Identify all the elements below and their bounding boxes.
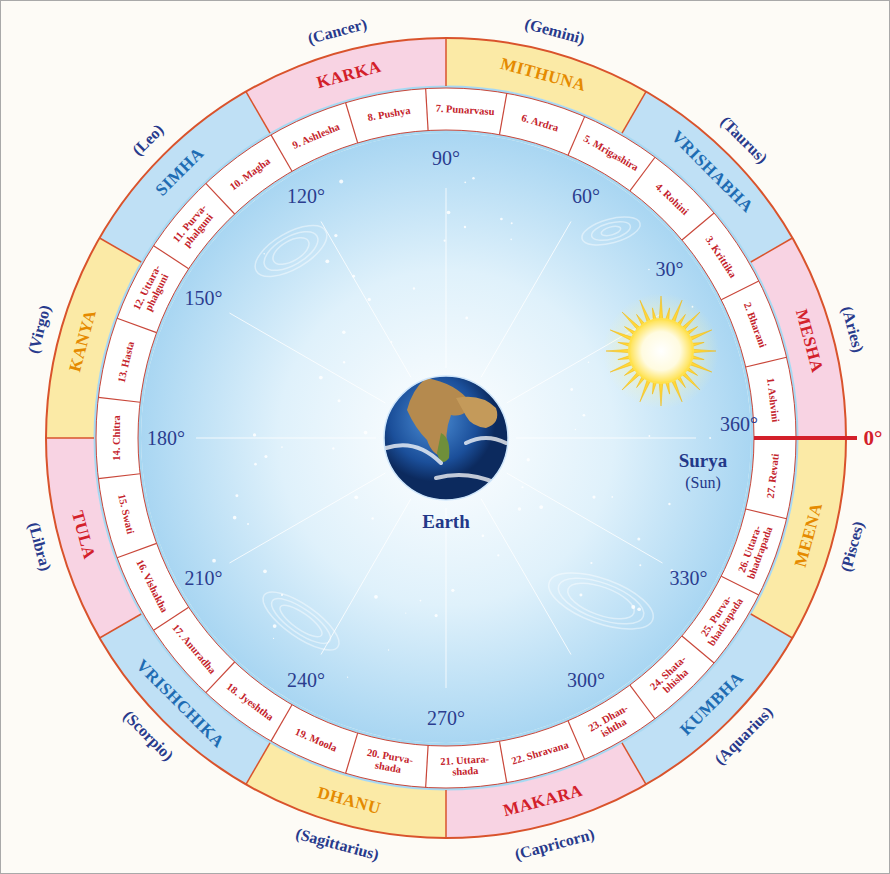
sun-label: (Sun) <box>685 474 721 492</box>
sign-english-name: (Pisces) <box>837 520 868 574</box>
sign-dividers <box>46 38 846 838</box>
degree-label: 180° <box>147 427 185 450</box>
degree-label: 0° <box>864 426 883 451</box>
degree-label: 30° <box>656 258 684 281</box>
degree-spokes <box>196 188 696 688</box>
degree-label: 240° <box>287 669 325 692</box>
nakshatra-name: 21. Uttara-shada <box>431 753 500 780</box>
sign-band <box>46 38 846 838</box>
sign-english-name: (Leo) <box>129 121 167 159</box>
sun-illustration <box>603 293 719 409</box>
nakshatra-band <box>96 88 796 788</box>
nakshatra-cell: 21. Uttara-shada <box>431 753 500 780</box>
degree-label: 210° <box>185 567 223 590</box>
sign-english-name: (Gemini) <box>523 15 587 48</box>
band-ring <box>95 87 797 789</box>
degree-label: 360° <box>720 413 758 436</box>
stars <box>212 177 711 678</box>
degree-label: 150° <box>185 287 223 310</box>
band-ring <box>140 132 753 745</box>
zero-marker <box>754 436 857 440</box>
nakshatra-dividers <box>98 89 796 788</box>
degree-label: 60° <box>572 184 600 207</box>
band-line <box>96 88 796 788</box>
nakshatra-name: 14. Chitra <box>111 404 122 472</box>
sun-label: Surya <box>679 450 728 472</box>
galaxy-swirls <box>247 212 660 660</box>
degree-label: 300° <box>567 669 605 692</box>
sign-english-name: (Virgo) <box>24 303 54 355</box>
degree-label: 270° <box>427 707 465 730</box>
outer-circle <box>46 38 846 838</box>
sky-disk <box>141 133 751 743</box>
earth-illustration <box>384 376 508 500</box>
sign-english-name: (Aries) <box>838 304 868 354</box>
degree-label: 330° <box>669 567 707 590</box>
band-line <box>138 130 754 746</box>
degree-label: 120° <box>287 184 325 207</box>
sign-english-name: (Cancer) <box>306 15 369 48</box>
earth-label: Earth <box>422 511 470 533</box>
degree-label: 90° <box>432 147 460 170</box>
sign-english-name: (Capricorn) <box>513 825 597 864</box>
sign-english-name: (Libra) <box>24 521 54 574</box>
nakshatra-cell: 14. Chitra <box>111 404 122 472</box>
